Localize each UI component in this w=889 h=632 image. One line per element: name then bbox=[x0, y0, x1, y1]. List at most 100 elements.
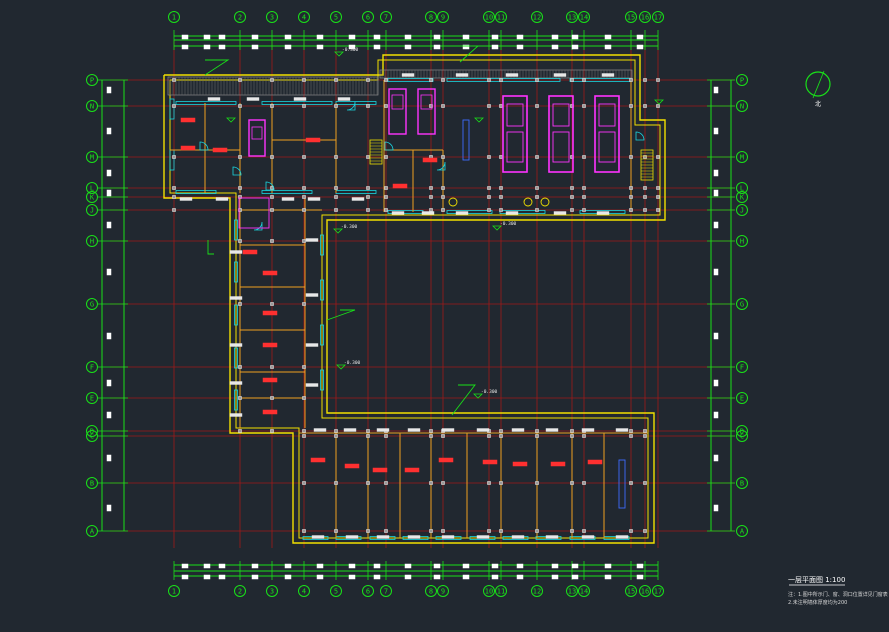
annotation-text bbox=[246, 97, 260, 101]
axis-bubble-circle bbox=[234, 11, 246, 23]
axis-bubble-circle bbox=[578, 585, 590, 597]
structural-column bbox=[366, 208, 370, 212]
axis-bubble-circle bbox=[380, 585, 392, 597]
annotation-text bbox=[596, 211, 610, 215]
annotation-text bbox=[581, 535, 595, 539]
axis-bubble: 8 bbox=[425, 11, 437, 23]
window bbox=[320, 324, 324, 346]
axis-bubble-circle bbox=[736, 430, 748, 442]
axis-bubble: 13 bbox=[566, 11, 578, 23]
structural-column bbox=[570, 429, 574, 433]
axis-bubble: 6 bbox=[362, 11, 374, 23]
axis-bubble-label: A bbox=[740, 527, 745, 535]
annotation-text bbox=[343, 428, 357, 432]
axis-bubble-circle bbox=[86, 191, 98, 203]
annotation-text bbox=[305, 238, 319, 242]
dimension-text bbox=[551, 44, 559, 50]
structural-column bbox=[535, 208, 539, 212]
dimension-text bbox=[106, 268, 112, 276]
annotation-text bbox=[313, 428, 327, 432]
structural-column bbox=[302, 104, 306, 108]
axis-bubble: 7 bbox=[380, 11, 392, 23]
structural-column bbox=[582, 155, 586, 159]
dimension-text bbox=[713, 189, 719, 197]
structural-column bbox=[238, 195, 242, 199]
dimension-text bbox=[218, 574, 226, 580]
annotation-text bbox=[345, 535, 359, 539]
axis-bubble: K bbox=[86, 191, 98, 203]
annotation-leader bbox=[207, 240, 214, 255]
level-triangle bbox=[492, 225, 502, 231]
axis-bubble-label: 4 bbox=[302, 587, 306, 595]
axis-bubble-label: 11 bbox=[497, 587, 505, 595]
structural-column bbox=[238, 239, 242, 243]
axis-bubble: N bbox=[736, 100, 748, 112]
structural-column bbox=[643, 208, 647, 212]
structural-column bbox=[441, 481, 445, 485]
axis-bubble: G bbox=[736, 298, 748, 310]
dimension-text bbox=[571, 44, 579, 50]
vehicle-body bbox=[552, 131, 570, 163]
structural-column bbox=[334, 434, 338, 438]
annotation-text bbox=[545, 428, 559, 432]
axis-bubble: B bbox=[86, 477, 98, 489]
structural-column bbox=[499, 155, 503, 159]
dimension-text bbox=[181, 44, 189, 50]
axis-bubble-label: A bbox=[90, 527, 95, 535]
structural-column bbox=[302, 396, 306, 400]
structural-column bbox=[582, 78, 586, 82]
dimension-text bbox=[433, 44, 441, 50]
structural-column bbox=[172, 208, 176, 212]
dimension-text bbox=[284, 34, 292, 40]
vehicle-cab bbox=[506, 103, 524, 127]
axis-bubble-circle bbox=[86, 430, 98, 442]
annotation-text bbox=[421, 211, 435, 215]
axis-bubble: 8 bbox=[425, 585, 437, 597]
axis-bubble: P bbox=[736, 74, 748, 86]
level-value: -0.300 bbox=[342, 47, 359, 53]
structural-column bbox=[487, 195, 491, 199]
room-label bbox=[482, 459, 498, 465]
structural-column bbox=[582, 195, 586, 199]
room-label bbox=[180, 145, 196, 151]
annotation-text bbox=[615, 428, 629, 432]
north-arrow-icon: 北 bbox=[805, 70, 831, 108]
structural-column bbox=[441, 208, 445, 212]
annotation-text bbox=[545, 535, 559, 539]
axis-bubble-circle bbox=[736, 525, 748, 537]
dimension-text bbox=[251, 574, 259, 580]
room-label bbox=[305, 137, 321, 143]
axis-bubble-label: F bbox=[90, 363, 94, 371]
dimension-text bbox=[433, 574, 441, 580]
door-swing bbox=[436, 161, 446, 171]
window bbox=[175, 190, 217, 194]
dimension-text bbox=[203, 574, 211, 580]
annotation-text bbox=[305, 293, 319, 297]
axis-bubble: H bbox=[736, 235, 748, 247]
door-swing bbox=[253, 221, 263, 231]
vehicle-body bbox=[598, 131, 616, 163]
dimension-text bbox=[491, 44, 499, 50]
axis-bubble-label: 17 bbox=[654, 13, 662, 21]
axis-bubble: M bbox=[736, 151, 748, 163]
axis-bubble-label: N bbox=[740, 102, 744, 110]
structural-column bbox=[334, 481, 338, 485]
room-label bbox=[262, 342, 278, 348]
structural-column bbox=[366, 434, 370, 438]
axis-bubble-label: 9 bbox=[441, 13, 445, 21]
axis-bubble-circle bbox=[736, 191, 748, 203]
structural-column bbox=[629, 434, 633, 438]
dimension-text bbox=[604, 44, 612, 50]
structural-column bbox=[570, 208, 574, 212]
annotation-text bbox=[511, 428, 525, 432]
axis-bubble-circle bbox=[736, 235, 748, 247]
structural-column bbox=[384, 104, 388, 108]
room-label bbox=[262, 310, 278, 316]
axis-bubble-label: 13 bbox=[568, 13, 576, 21]
structural-column bbox=[487, 155, 491, 159]
title-block: 一层平面图 1:100 注：1.图中所示门、窗、洞口位置详见门窗表 2.未注明墙… bbox=[788, 575, 888, 619]
annotation-text bbox=[401, 73, 415, 77]
structural-column bbox=[172, 78, 176, 82]
room-label bbox=[372, 467, 388, 473]
